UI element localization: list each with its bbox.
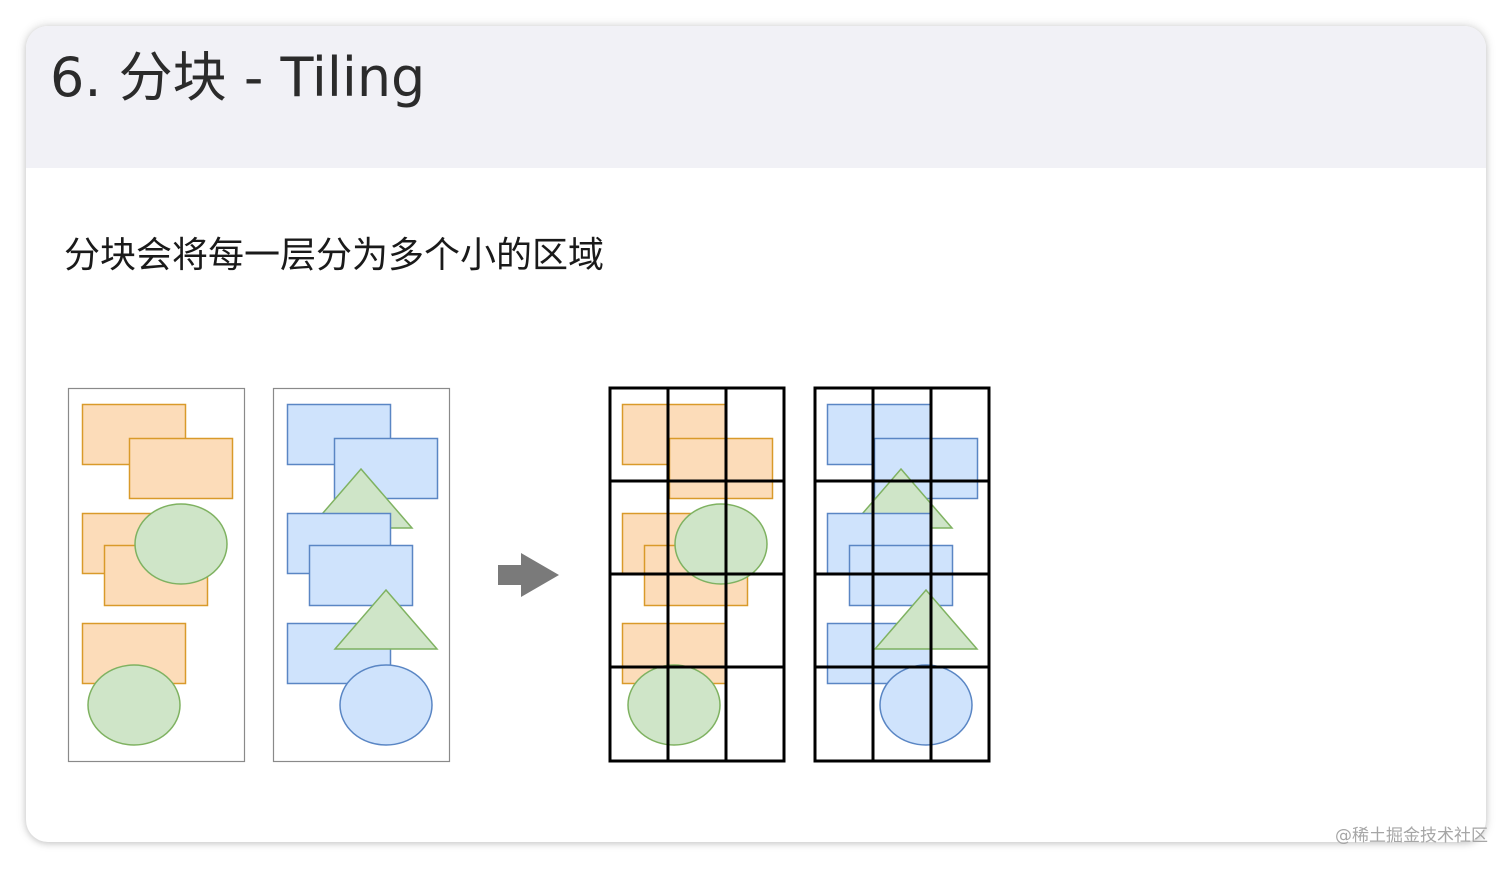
tile-grid bbox=[608, 386, 786, 763]
green-triangle-shape bbox=[333, 588, 439, 650]
blue-layer bbox=[272, 387, 451, 763]
slide-title: 6. 分块 - Tiling bbox=[50, 46, 426, 109]
watermark: @稀土掘金技术社区 bbox=[1335, 826, 1488, 846]
slide-header: 6. 分块 - Tiling bbox=[26, 26, 1486, 168]
right-arrow-icon bbox=[498, 553, 559, 597]
green-circle-shape bbox=[134, 503, 228, 585]
orange-rect-shape bbox=[128, 437, 234, 500]
green-triangle-shape bbox=[873, 588, 979, 650]
orange-layer bbox=[67, 387, 246, 763]
blue-rect-shape bbox=[308, 544, 414, 607]
green-circle-shape bbox=[87, 664, 181, 746]
green-circle-shape bbox=[627, 664, 721, 746]
blue-circle-shape bbox=[339, 664, 433, 746]
tile-grid bbox=[813, 386, 991, 763]
blue-tiled-layer bbox=[813, 386, 991, 763]
slide-subtitle: 分块会将每一层分为多个小的区域 bbox=[64, 235, 605, 276]
green-circle-shape bbox=[674, 503, 768, 585]
orange-tiled-layer bbox=[608, 386, 786, 763]
blue-circle-shape bbox=[879, 664, 973, 746]
orange-rect-shape bbox=[668, 437, 774, 500]
